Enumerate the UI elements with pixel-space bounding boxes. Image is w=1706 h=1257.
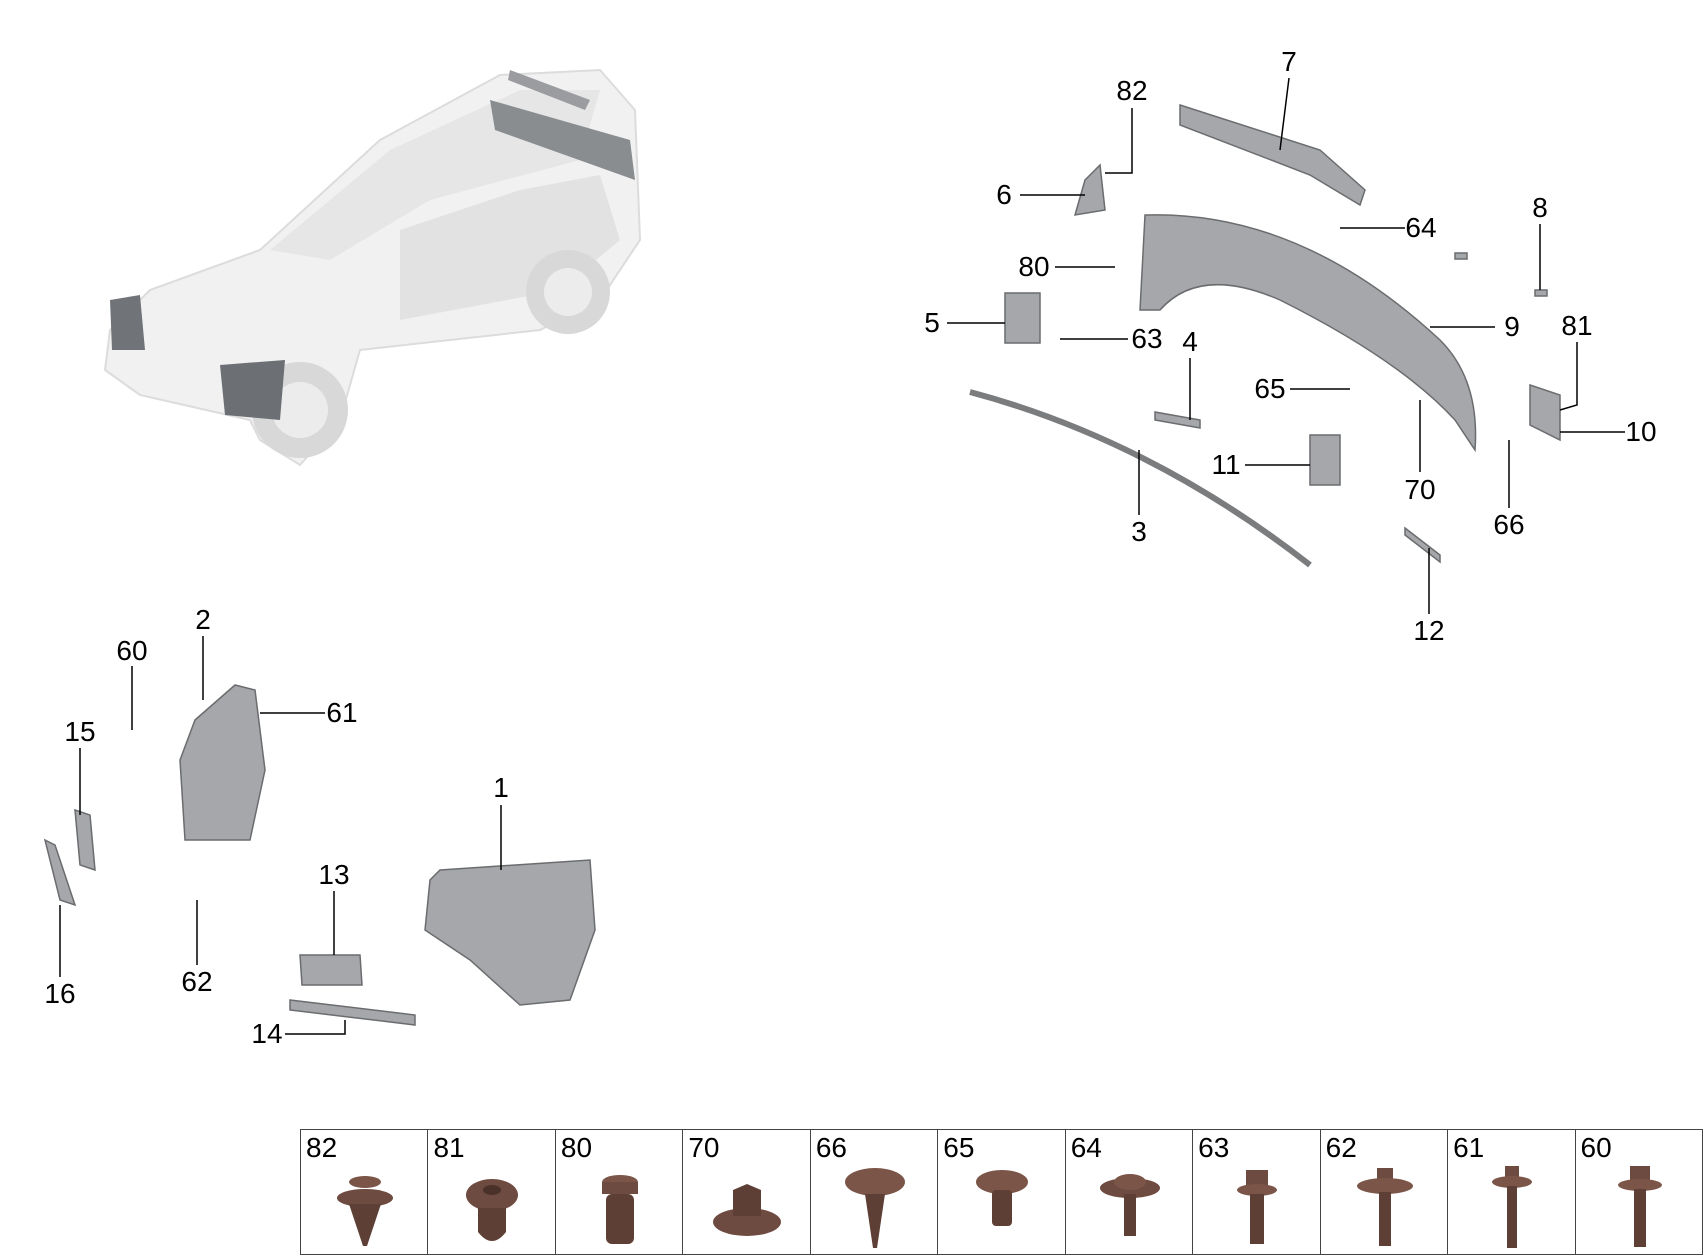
- part-9: [1139, 214, 1477, 453]
- flange-nut-icon: [713, 1184, 782, 1236]
- vehicle-overview: [103, 68, 642, 467]
- callout-15: 15: [64, 716, 96, 747]
- part-8: [1534, 289, 1548, 297]
- callout-6: 6: [996, 179, 1012, 210]
- callout-11: 11: [1211, 449, 1241, 480]
- callout-81: 81: [1561, 310, 1593, 341]
- callout-64: 64: [1405, 212, 1437, 243]
- callout-60: 60: [116, 635, 148, 666]
- long-bolt-icon: [1492, 1166, 1533, 1248]
- fastener-legend-table: 82 81 80 70 66 65 64 63 62 61 60: [300, 1129, 1703, 1255]
- part-3: [969, 389, 1312, 568]
- part-6: [1073, 163, 1106, 216]
- legend-cell: 63: [1193, 1130, 1321, 1254]
- legend-number: 63: [1198, 1132, 1230, 1163]
- legend-cell: 64: [1066, 1130, 1194, 1254]
- part-2: [179, 684, 266, 841]
- part-4: [1154, 411, 1201, 429]
- part-13: [299, 954, 363, 986]
- callout-3: 3: [1131, 516, 1147, 547]
- callout-80: 80: [1018, 251, 1050, 282]
- callout-70: 70: [1404, 474, 1436, 505]
- part-10: [1529, 383, 1561, 442]
- callout-9: 9: [1504, 311, 1520, 342]
- leader-lines: [59, 77, 1625, 1035]
- callout-61: 61: [326, 697, 358, 728]
- legend-cell: 80: [556, 1130, 684, 1254]
- legend-cell: 61: [1448, 1130, 1576, 1254]
- part-12: [1404, 526, 1441, 564]
- part-14: [289, 999, 416, 1026]
- legend-number: 65: [943, 1132, 975, 1163]
- expansion-nut-icon: [466, 1179, 519, 1241]
- legend-number: 60: [1580, 1132, 1612, 1163]
- part-16: [43, 838, 77, 907]
- legend-number: 66: [815, 1132, 847, 1163]
- legend-cell: 62: [1321, 1130, 1449, 1254]
- legend-number: 64: [1070, 1132, 1102, 1163]
- part-1: [424, 859, 596, 1006]
- callout-13: 13: [318, 859, 350, 890]
- legend-number: 80: [560, 1132, 593, 1163]
- hex-bolt-long-icon: [1617, 1166, 1662, 1247]
- callout-8: 8: [1532, 192, 1548, 223]
- callout-1: 1: [493, 772, 509, 803]
- callout-2: 2: [195, 604, 211, 635]
- part-15: [74, 808, 96, 872]
- tree-clip-icon: [844, 1168, 905, 1248]
- push-rivet-icon: [337, 1176, 393, 1246]
- callout-63: 63: [1131, 323, 1163, 354]
- legend-number: 82: [306, 1132, 338, 1163]
- legend-cell: 60: [1576, 1130, 1702, 1254]
- washer-screw-icon: [1099, 1174, 1160, 1236]
- part-11: [1309, 434, 1341, 486]
- callout-65: 65: [1254, 373, 1286, 404]
- callout-10: 10: [1625, 416, 1657, 447]
- part-5: [1004, 292, 1041, 344]
- legend-cell: 70: [683, 1130, 811, 1254]
- legend-cell: 82: [301, 1130, 429, 1254]
- legend-cell: 65: [938, 1130, 1066, 1254]
- callout-82: 82: [1116, 75, 1148, 106]
- part-8-top: [1454, 252, 1468, 260]
- callout-5: 5: [924, 307, 940, 338]
- callout-4: 4: [1182, 326, 1198, 357]
- legend-number: 70: [688, 1132, 720, 1163]
- legend-number: 81: [433, 1132, 465, 1163]
- legend-number: 61: [1453, 1132, 1485, 1163]
- part-7: [1179, 103, 1366, 207]
- callout-16: 16: [44, 978, 76, 1009]
- sleeve-nut-icon: [601, 1175, 638, 1244]
- legend-cell: 81: [428, 1130, 556, 1254]
- legend-number: 62: [1325, 1132, 1357, 1163]
- hex-bolt-icon: [1237, 1170, 1278, 1244]
- flange-bolt-icon: [1356, 1168, 1413, 1246]
- headlight-assembly: [43, 684, 596, 1026]
- callout-12: 12: [1413, 615, 1445, 646]
- callout-62: 62: [181, 966, 213, 997]
- callout-7: 7: [1281, 46, 1297, 77]
- torx-screw-icon: [976, 1170, 1029, 1226]
- bumper-assembly: [969, 103, 1561, 568]
- callout-66: 66: [1493, 509, 1525, 540]
- callout-14: 14: [251, 1018, 283, 1049]
- legend-cell: 66: [811, 1130, 939, 1254]
